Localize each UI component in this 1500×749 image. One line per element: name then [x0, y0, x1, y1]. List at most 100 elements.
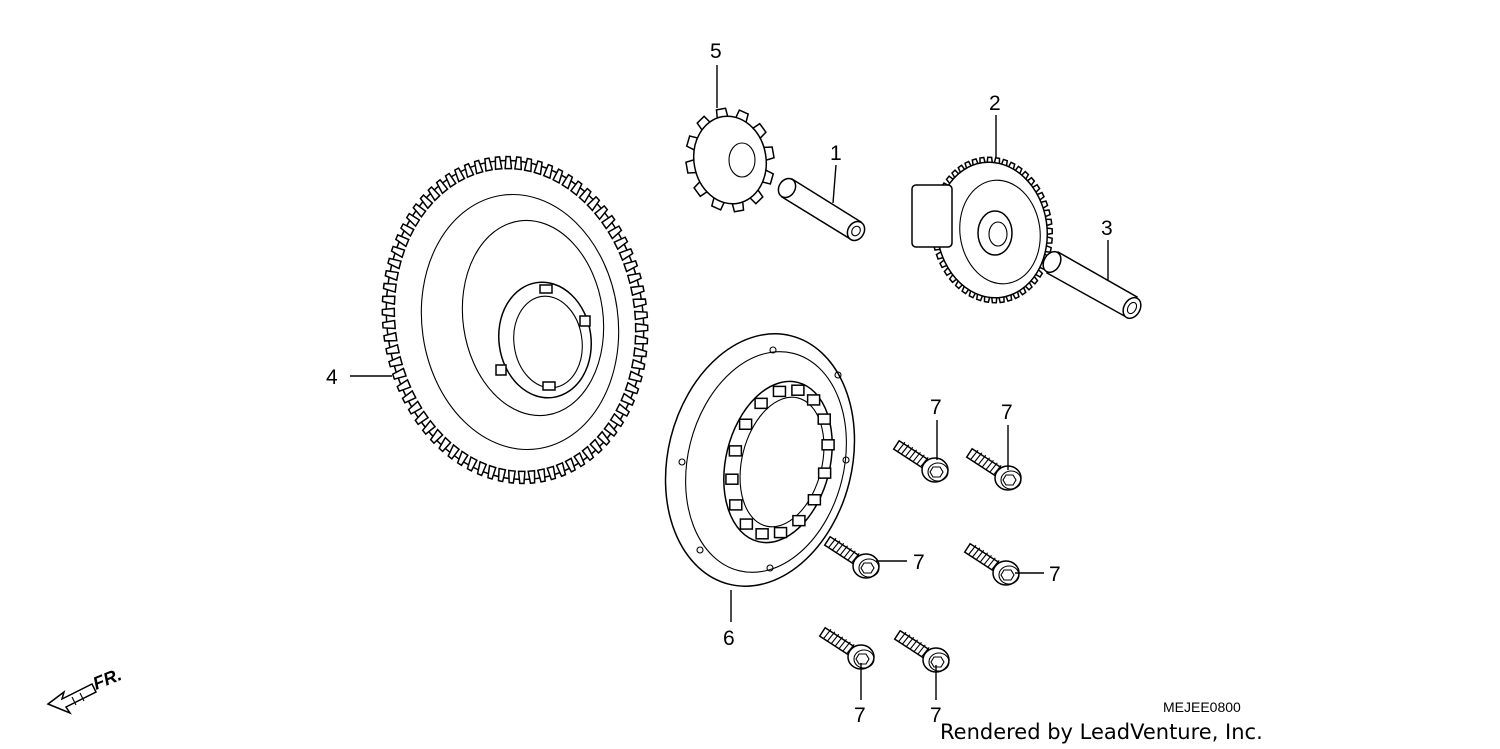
gear-tooth — [624, 381, 640, 395]
gear-tooth — [381, 295, 396, 306]
gear-tooth — [586, 195, 601, 212]
callout-7-f: 7 — [930, 704, 942, 727]
bolt-3[interactable] — [823, 535, 880, 579]
callout-7-b: 7 — [1001, 401, 1013, 424]
clutch-roller — [755, 528, 769, 540]
gear-teeth-4 — [381, 155, 649, 485]
gear-tooth — [552, 168, 564, 185]
gear-tooth — [438, 436, 452, 453]
gear-tooth — [533, 160, 543, 176]
gear-tooth — [391, 367, 407, 381]
gear-tooth — [396, 378, 412, 393]
callout-7-e: 7 — [854, 704, 866, 727]
bolt-5[interactable] — [818, 626, 875, 670]
gear-tooth — [381, 319, 397, 330]
callout-7-c: 7 — [913, 551, 925, 574]
gear-tooth — [421, 419, 437, 436]
callout-7-d: 7 — [1049, 563, 1061, 586]
part-1-shaft[interactable] — [775, 175, 868, 243]
gear-tooth — [504, 155, 513, 170]
gear-tooth — [581, 445, 595, 462]
clutch-roller — [792, 514, 806, 527]
gear-tooth — [613, 236, 629, 251]
gear-tooth — [435, 178, 449, 195]
gear-tooth — [444, 172, 457, 189]
gear-tooth — [603, 421, 618, 438]
gear-tooth — [569, 180, 583, 197]
part-2-reduction-gear[interactable] — [911, 155, 1056, 305]
clutch-roller — [729, 499, 743, 511]
gear-tooth — [382, 282, 397, 294]
clutch-roller — [817, 467, 832, 479]
gear-tooth — [484, 157, 494, 172]
clutch-roller — [817, 413, 831, 425]
gear-tooth — [463, 162, 475, 179]
gear-tooth — [390, 245, 406, 259]
part-7-bolts[interactable] — [818, 439, 1022, 673]
gear-tooth — [536, 468, 546, 483]
clutch-roller — [772, 385, 787, 398]
clutch-roller — [821, 439, 835, 451]
clutch-roller — [773, 526, 788, 539]
callout-1: 1 — [830, 142, 842, 165]
bolt-1[interactable] — [892, 439, 949, 483]
gear-tooth — [620, 392, 636, 407]
clutch-roller — [739, 518, 754, 530]
clutch-rollers — [725, 384, 835, 540]
part-3-shaft[interactable] — [1040, 248, 1145, 321]
gear-tooth — [453, 167, 466, 183]
gear-tooth — [508, 469, 516, 484]
gear-tooth — [383, 331, 398, 342]
callout-5: 5 — [710, 40, 722, 63]
clutch-roller — [791, 384, 805, 396]
part-6-starter-clutch[interactable] — [640, 314, 880, 607]
clutch-roller — [807, 494, 822, 506]
gear-tooth — [555, 461, 567, 478]
callout-7-a: 7 — [930, 396, 942, 419]
gear-tooth — [564, 457, 577, 473]
gear-tooth — [419, 194, 434, 210]
gear-tooth — [514, 156, 522, 171]
gear-tooth — [414, 410, 430, 426]
gear-tooth — [596, 430, 611, 446]
gear-tooth — [399, 222, 415, 238]
gear-tooth — [634, 322, 649, 333]
gear-tooth — [388, 355, 404, 368]
front-direction-arrow: FR. — [46, 664, 124, 715]
gear-tooth — [626, 272, 642, 285]
gear-tooth — [387, 257, 402, 270]
gear-tooth — [527, 469, 536, 484]
bolt-6[interactable] — [893, 629, 950, 673]
gear-tooth — [593, 204, 609, 221]
callout-4: 4 — [326, 366, 338, 389]
bolt-2[interactable] — [965, 447, 1022, 491]
gear-tooth — [630, 358, 646, 371]
gear-tooth — [600, 214, 616, 230]
bolt-4[interactable] — [963, 542, 1020, 586]
gear-tooth — [632, 298, 647, 309]
gear-tooth — [523, 157, 533, 173]
gear-tooth — [573, 451, 586, 468]
clutch-roller — [738, 418, 753, 430]
gear-tooth — [633, 310, 649, 321]
gear-tooth — [497, 467, 507, 483]
gear-tooth — [487, 464, 497, 480]
gear-tooth — [394, 233, 410, 248]
gear-tooth — [615, 402, 631, 418]
gear-tooth — [629, 285, 645, 297]
gear-tooth — [407, 400, 423, 415]
gear-tooth — [542, 163, 554, 180]
gear-tooth — [578, 187, 592, 204]
leader-lines — [350, 65, 1109, 700]
part-4-starter-driven-gear[interactable] — [366, 144, 664, 497]
gear-tooth — [385, 343, 401, 355]
gear-tooth — [456, 450, 469, 467]
callout-3: 3 — [1101, 217, 1113, 240]
gear-tooth — [466, 455, 478, 472]
part-5-idle-gear[interactable] — [685, 107, 775, 213]
gear-tooth — [589, 438, 603, 455]
gear-tooth — [447, 443, 461, 460]
gear-tooth — [561, 173, 574, 190]
gear-tooth — [405, 212, 421, 228]
diagram-code: MEJEE0800 — [1163, 699, 1241, 715]
